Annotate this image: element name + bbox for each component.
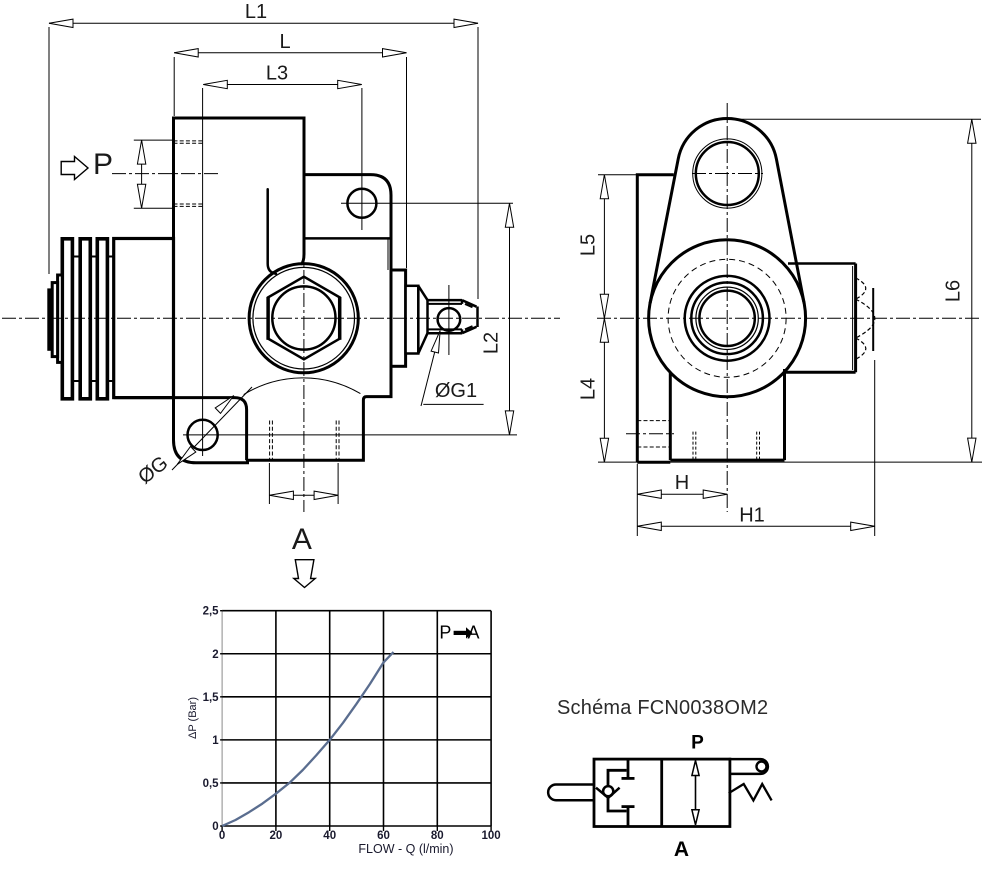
svg-text:A: A <box>292 523 312 556</box>
svg-text:A: A <box>674 838 689 861</box>
svg-text:L1: L1 <box>245 1 267 23</box>
svg-text:FLOW - Q (l/min): FLOW - Q (l/min) <box>358 842 453 856</box>
svg-text:Schéma FCN0038OM2: Schéma FCN0038OM2 <box>557 697 768 719</box>
svg-text:P: P <box>691 733 704 754</box>
svg-text:L5: L5 <box>578 234 600 256</box>
svg-text:40: 40 <box>323 830 336 842</box>
svg-text:0,5: 0,5 <box>203 778 220 790</box>
svg-text:L2: L2 <box>481 332 503 354</box>
svg-text:H: H <box>675 472 689 494</box>
svg-text:L4: L4 <box>578 378 600 400</box>
svg-text:L: L <box>279 31 290 53</box>
svg-text:0: 0 <box>219 830 225 842</box>
svg-text:80: 80 <box>431 830 444 842</box>
svg-text:2,5: 2,5 <box>203 606 220 618</box>
svg-text:ØG1: ØG1 <box>435 380 477 402</box>
svg-text:P: P <box>93 148 113 181</box>
svg-text:60: 60 <box>377 830 390 842</box>
svg-text:1,5: 1,5 <box>203 692 220 704</box>
svg-text:L3: L3 <box>266 63 288 85</box>
svg-text:ΔP (Bar): ΔP (Bar) <box>187 697 199 739</box>
svg-text:A: A <box>467 623 479 643</box>
svg-text:H1: H1 <box>739 505 765 527</box>
svg-text:1: 1 <box>212 735 219 747</box>
svg-text:L6: L6 <box>943 280 965 302</box>
svg-text:2: 2 <box>212 649 218 661</box>
svg-text:0: 0 <box>212 821 218 833</box>
svg-text:20: 20 <box>270 830 283 842</box>
svg-text:100: 100 <box>482 830 501 842</box>
svg-text:P: P <box>439 623 451 643</box>
